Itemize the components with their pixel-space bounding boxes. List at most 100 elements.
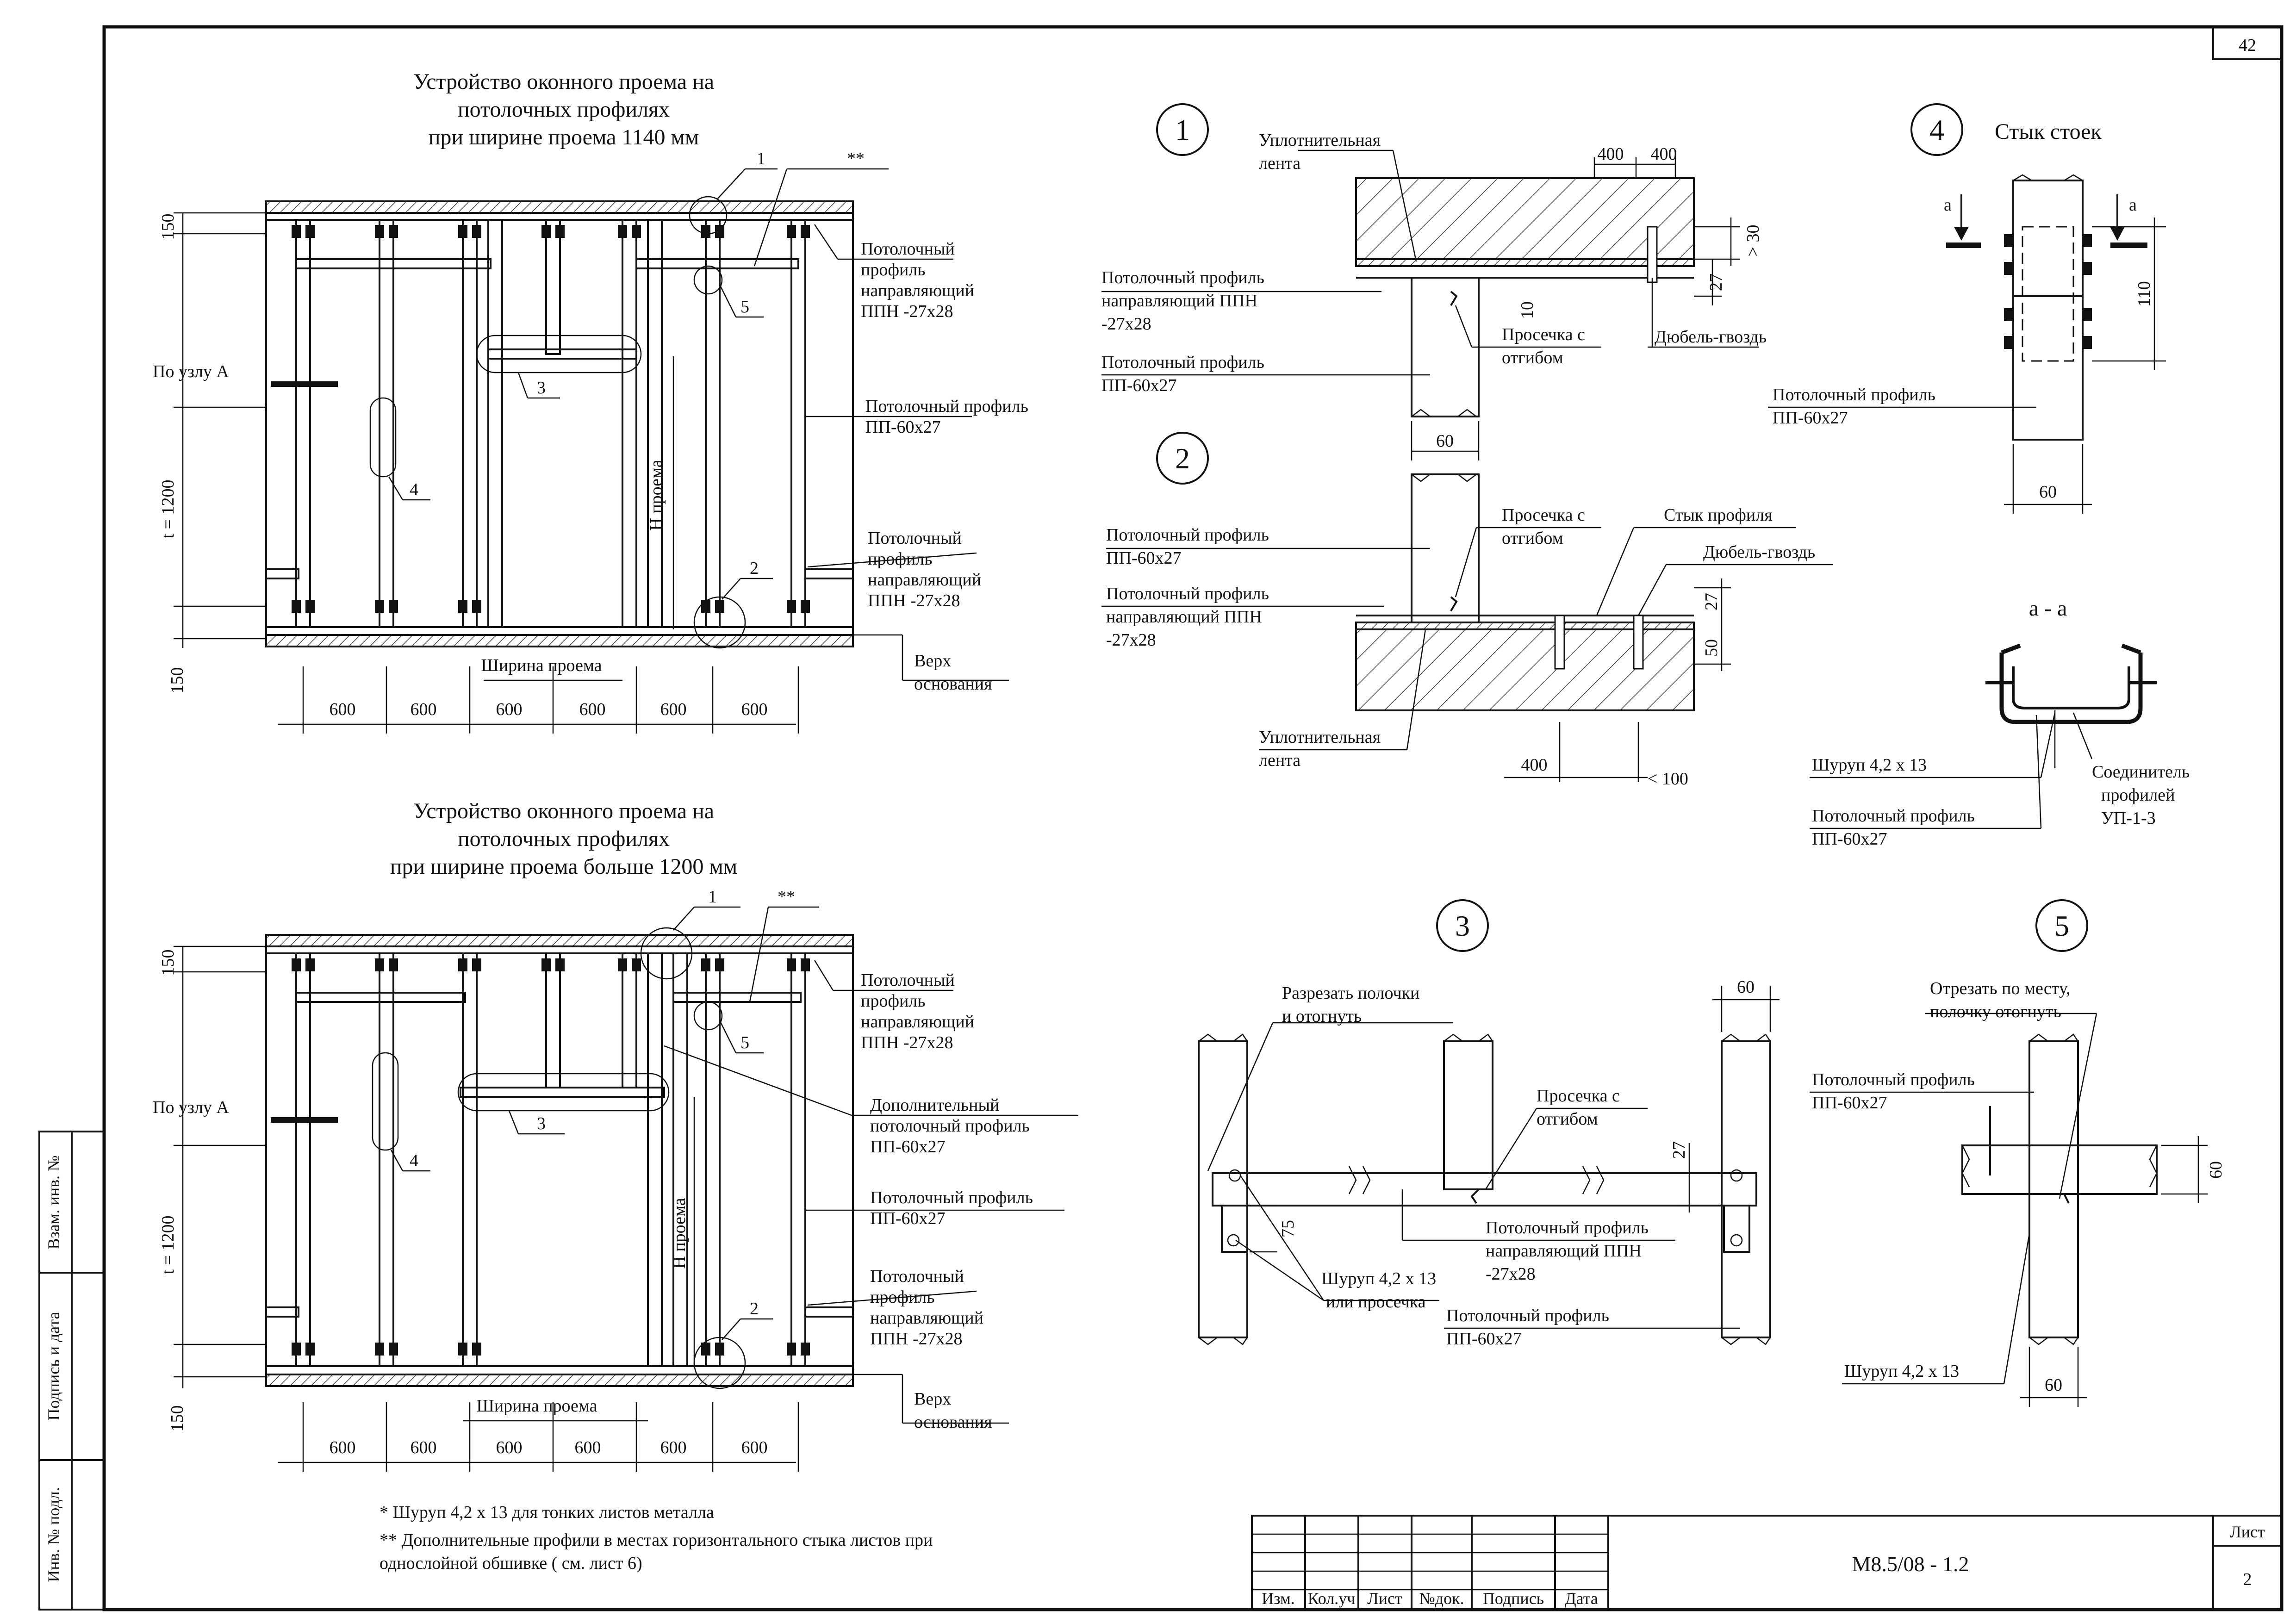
detail-4-stud-l1: Потолочный профиль (1773, 385, 1935, 404)
side-stamp: Взам. инв. № Подпись и дата Инв. № подл. (38, 1131, 105, 1611)
top-slab-band (265, 200, 854, 214)
detail-1-notch-l1: Просечка с (1502, 325, 1585, 344)
detail-3-notch-l1: Просечка с (1537, 1086, 1620, 1106)
drawing-a-base-l2: основания (914, 674, 992, 694)
detail-2-dim-50: 50 (1702, 639, 1721, 657)
detail-3-stud-l2: ПП-60х27 (1446, 1329, 1522, 1349)
detail-5: 5 60 60 Отрезать по месту, полочку отогн… (1810, 899, 2226, 1407)
drawing-b-title-line3: при ширине проема больше 1200 мм (390, 854, 737, 879)
drawing-a-callout-2: 2 (750, 559, 759, 578)
detail-4: 4 Стык стоек а а 110 60 Потолочный профи… (1768, 103, 2190, 849)
drawing-a-dim-600-4: 600 (579, 700, 606, 719)
detail-3-right-stud (1721, 1040, 1771, 1338)
drawing-a-callout-1: 1 (757, 149, 765, 168)
detail-2-guide-l1: Потолочный профиль (1106, 584, 1269, 603)
drawing-b-callout-1: 1 (708, 887, 717, 907)
drawing-a-dim-150-bottom: 150 (168, 667, 187, 694)
drawing-a-dim-t: t = 1200 (158, 480, 178, 539)
stamp-signature-date: Подпись и дата (44, 1312, 63, 1420)
detail-2-tape-l2: лента (1259, 751, 1300, 770)
detail-5-screw: Шуруп 4,2 х 13 (1844, 1362, 1959, 1381)
detail-4-stud (2012, 180, 2084, 441)
drawing-a-dim-150-top: 150 (158, 214, 178, 240)
drawing-a-callout-star: ** (847, 149, 865, 168)
drawing-a-top-guide-l2: профиль (861, 260, 926, 280)
drawing-b-top-guide-l3: направляющий (861, 1012, 974, 1032)
detail-1-stud-l1: Потолочный профиль (1101, 353, 1264, 372)
drawing-b-dim-600-1: 600 (330, 1438, 356, 1457)
detail-1-dim-30: > 30 (1743, 225, 1763, 257)
drawing-b-extra-l1: Дополнительный (870, 1095, 999, 1115)
detail-1-dim-400a: 400 (1598, 144, 1624, 164)
title-col-kolych: Кол.уч (1308, 1589, 1356, 1608)
detail-1-guide-l1: Потолочный профиль (1101, 268, 1264, 287)
drawing-b-base-l2: основания (914, 1412, 992, 1432)
drawing-a-callout-5: 5 (740, 297, 749, 317)
note-1: * Шуруп 4,2 х 13 для тонких листов метал… (380, 1503, 714, 1522)
detail-4-section-mark-left: а (1944, 195, 1952, 215)
drawing-b-opening-width: Ширина проема (476, 1396, 597, 1416)
drawing-b-dim-150-bottom: 150 (168, 1405, 187, 1432)
detail-4-connector-l2: профилей (2101, 785, 2175, 805)
drawing-a-bottom-guide-l4: ППН -27х28 (868, 591, 960, 610)
detail-5-cut-l1: Отрезать по месту, (1930, 979, 2071, 998)
detail-5-stud (2028, 1040, 2079, 1338)
drawing-b-node-ref: По узлу А (153, 1098, 229, 1117)
detail-5-cut-l2: полочку отогнуть (1930, 1002, 2061, 1021)
detail-1-tape-l1: Уплотнительная (1259, 131, 1381, 150)
detail-1-dim-10: 10 (1518, 301, 1537, 319)
drawing-b-opening-height: H проема (670, 1198, 689, 1269)
detail-4-dim-60: 60 (2039, 482, 2057, 502)
detail-3-stud-l1: Потолочный профиль (1446, 1306, 1609, 1325)
detail-3-guide-l2: направляющий ППН (1486, 1241, 1642, 1261)
notes: * Шуруп 4,2 х 13 для тонких листов метал… (380, 1503, 933, 1573)
drawing-b-callout-5: 5 (740, 1033, 749, 1052)
detail-3-number: 3 (1455, 909, 1470, 942)
drawing-a-stud-l2: ПП-60х27 (865, 417, 941, 437)
detail-1-dim-60: 60 (1436, 431, 1454, 451)
drawing-b-extra-l2: потолочный профиль (870, 1116, 1030, 1136)
title-block: Изм. Кол.уч Лист №док. Подпись Дата М8.5… (1251, 1515, 2283, 1611)
detail-2-number: 2 (1175, 442, 1190, 475)
detail-5-dim-60-right: 60 (2206, 1161, 2226, 1179)
drawing-a-dim-600-1: 600 (330, 700, 356, 719)
screws-b (292, 958, 810, 1356)
title-col-ndok: №док. (1419, 1589, 1464, 1608)
stamp-orig-inv: Инв. № подл. (44, 1487, 63, 1582)
drawing-b-stud-l1: Потолочный профиль (870, 1188, 1033, 1207)
detail-5-dim-60-bottom: 60 (2045, 1375, 2062, 1395)
detail-2-tape-l1: Уплотнительная (1259, 728, 1381, 747)
drawing-b-bottom-guide-l1: Потолочный (870, 1267, 964, 1286)
detail-1: 1 Уплотнительная лента 400 400 > 30 27 1… (1101, 103, 1767, 460)
drawing-a-top-guide-l4: ППН -27х28 (861, 302, 953, 321)
detail-1-tape-l2: лента (1259, 154, 1300, 173)
detail-4-dim-110: 110 (2134, 281, 2154, 307)
drawing-b-top-guide-l4: ППН -27х28 (861, 1033, 953, 1052)
drawing-b-callout-2: 2 (750, 1299, 759, 1318)
bottom-slab-band (265, 634, 854, 647)
drawing-a-top-guide-l1: Потолочный (861, 239, 955, 259)
detail-4-stud2-l1: Потолочный профиль (1812, 806, 1975, 826)
detail-2-guide-l2: направляющий ППН (1106, 607, 1262, 627)
drawing-a-dim-600-6: 600 (741, 700, 768, 719)
drawing-b-dim-600-4: 600 (575, 1438, 601, 1457)
detail-3-left-stud (1198, 1040, 1248, 1338)
detail-3-guide-l3: -27х28 (1486, 1264, 1536, 1284)
detail-5-stud-l1: Потолочный профиль (1812, 1070, 1975, 1089)
detail-1-dim-27: 27 (1706, 274, 1726, 291)
drawing-b-title-line1: Устройство оконного проема на (413, 799, 714, 823)
detail-2-guide-l3: -27х28 (1106, 630, 1156, 650)
detail-1-sealing-band (1355, 258, 1695, 267)
drawing-a-opening-height: H проема (647, 460, 666, 530)
screws-a (292, 225, 810, 613)
drawing-a-title-line3: при ширине проема 1140 мм (429, 125, 699, 149)
drawing-b-callout-star: ** (778, 887, 795, 907)
drawing-a-callout-4: 4 (410, 480, 418, 499)
drawing-b-dim-150-top: 150 (158, 950, 178, 976)
title-sheet-label: Лист (2230, 1523, 2265, 1541)
noggins-b (265, 992, 854, 1318)
drawing-b-extra-l3: ПП-60х27 (870, 1137, 946, 1157)
title-col-data: Дата (1565, 1589, 1598, 1608)
title-col-list: Лист (1367, 1589, 1402, 1608)
